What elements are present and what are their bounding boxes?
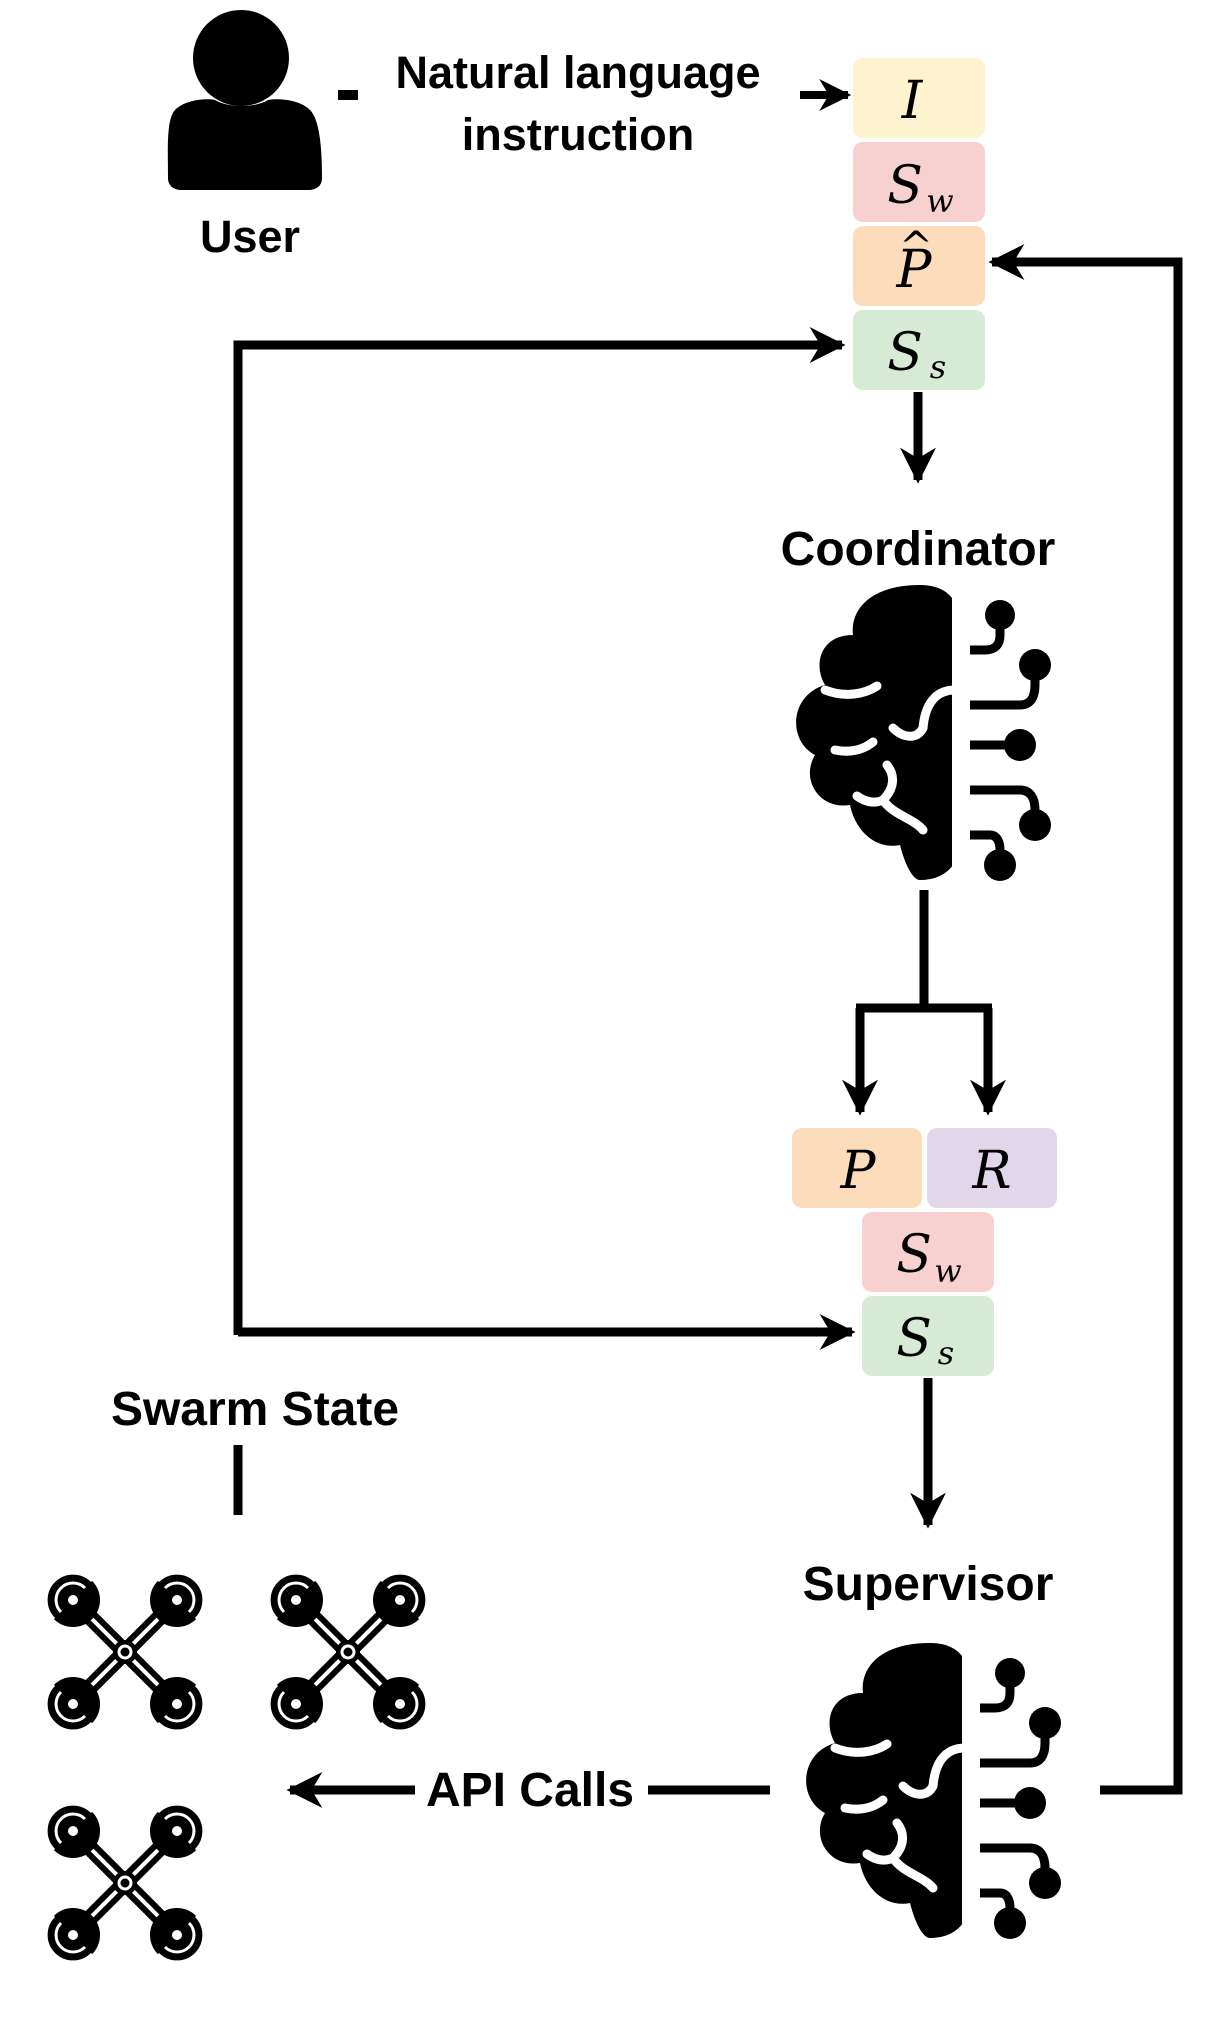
supervisor-swarm-state-symbol: S bbox=[896, 1309, 932, 1369]
supervisor-brain-icon bbox=[806, 1643, 1061, 1939]
supervisor-world-state-symbol: S bbox=[896, 1225, 932, 1285]
drone-icon bbox=[269, 1573, 427, 1731]
user-label: User bbox=[200, 211, 300, 262]
coordinator-brain-icon bbox=[796, 585, 1051, 881]
supervisor-feedback-line bbox=[988, 244, 1183, 1795]
world-state-symbol: S bbox=[887, 156, 923, 216]
swarm-state-label: Swarm State bbox=[111, 1383, 399, 1436]
instruction-tick bbox=[338, 90, 358, 100]
instruction-label-line2: instruction bbox=[462, 109, 695, 160]
instruction-label-line1: Natural language bbox=[395, 47, 760, 98]
supervisor-label: Supervisor bbox=[803, 1558, 1054, 1611]
previous-plan-symbol: P bbox=[896, 240, 933, 300]
reasoning-box bbox=[927, 1128, 1057, 1208]
coordinator-split-arrows bbox=[842, 890, 1006, 1116]
drone-icon bbox=[46, 1804, 204, 1962]
swarm-state-subscript: s bbox=[930, 348, 946, 386]
supervisor-input-stack: P R S w S s bbox=[792, 1128, 1057, 1376]
swarm-state-symbol: S bbox=[887, 323, 923, 383]
plan-symbol: P bbox=[840, 1141, 877, 1201]
previous-plan-hat: ^ bbox=[899, 224, 933, 270]
api-calls-label: API Calls bbox=[426, 1764, 634, 1817]
swarm-state-lines bbox=[233, 327, 856, 1515]
instruction-symbol: I bbox=[901, 71, 924, 131]
world-state-subscript: w bbox=[926, 182, 953, 220]
swarm-state-box bbox=[853, 310, 985, 390]
supervisor-swarm-state-box bbox=[862, 1296, 994, 1376]
supervisor-world-state-subscript: w bbox=[934, 1252, 961, 1290]
plan-box bbox=[792, 1128, 922, 1208]
supervisor-swarm-state-subscript: s bbox=[938, 1334, 954, 1372]
supervisor-world-state-box bbox=[862, 1212, 994, 1292]
drone-icon bbox=[46, 1573, 204, 1731]
instruction-box bbox=[853, 58, 985, 138]
user-icon bbox=[167, 10, 322, 190]
previous-plan-box bbox=[853, 226, 985, 306]
reasoning-symbol: R bbox=[971, 1141, 1011, 1201]
world-state-box bbox=[853, 142, 985, 222]
coordinator-label: Coordinator bbox=[781, 523, 1056, 576]
coordinator-input-stack: I S w ^ P S s bbox=[853, 58, 985, 390]
